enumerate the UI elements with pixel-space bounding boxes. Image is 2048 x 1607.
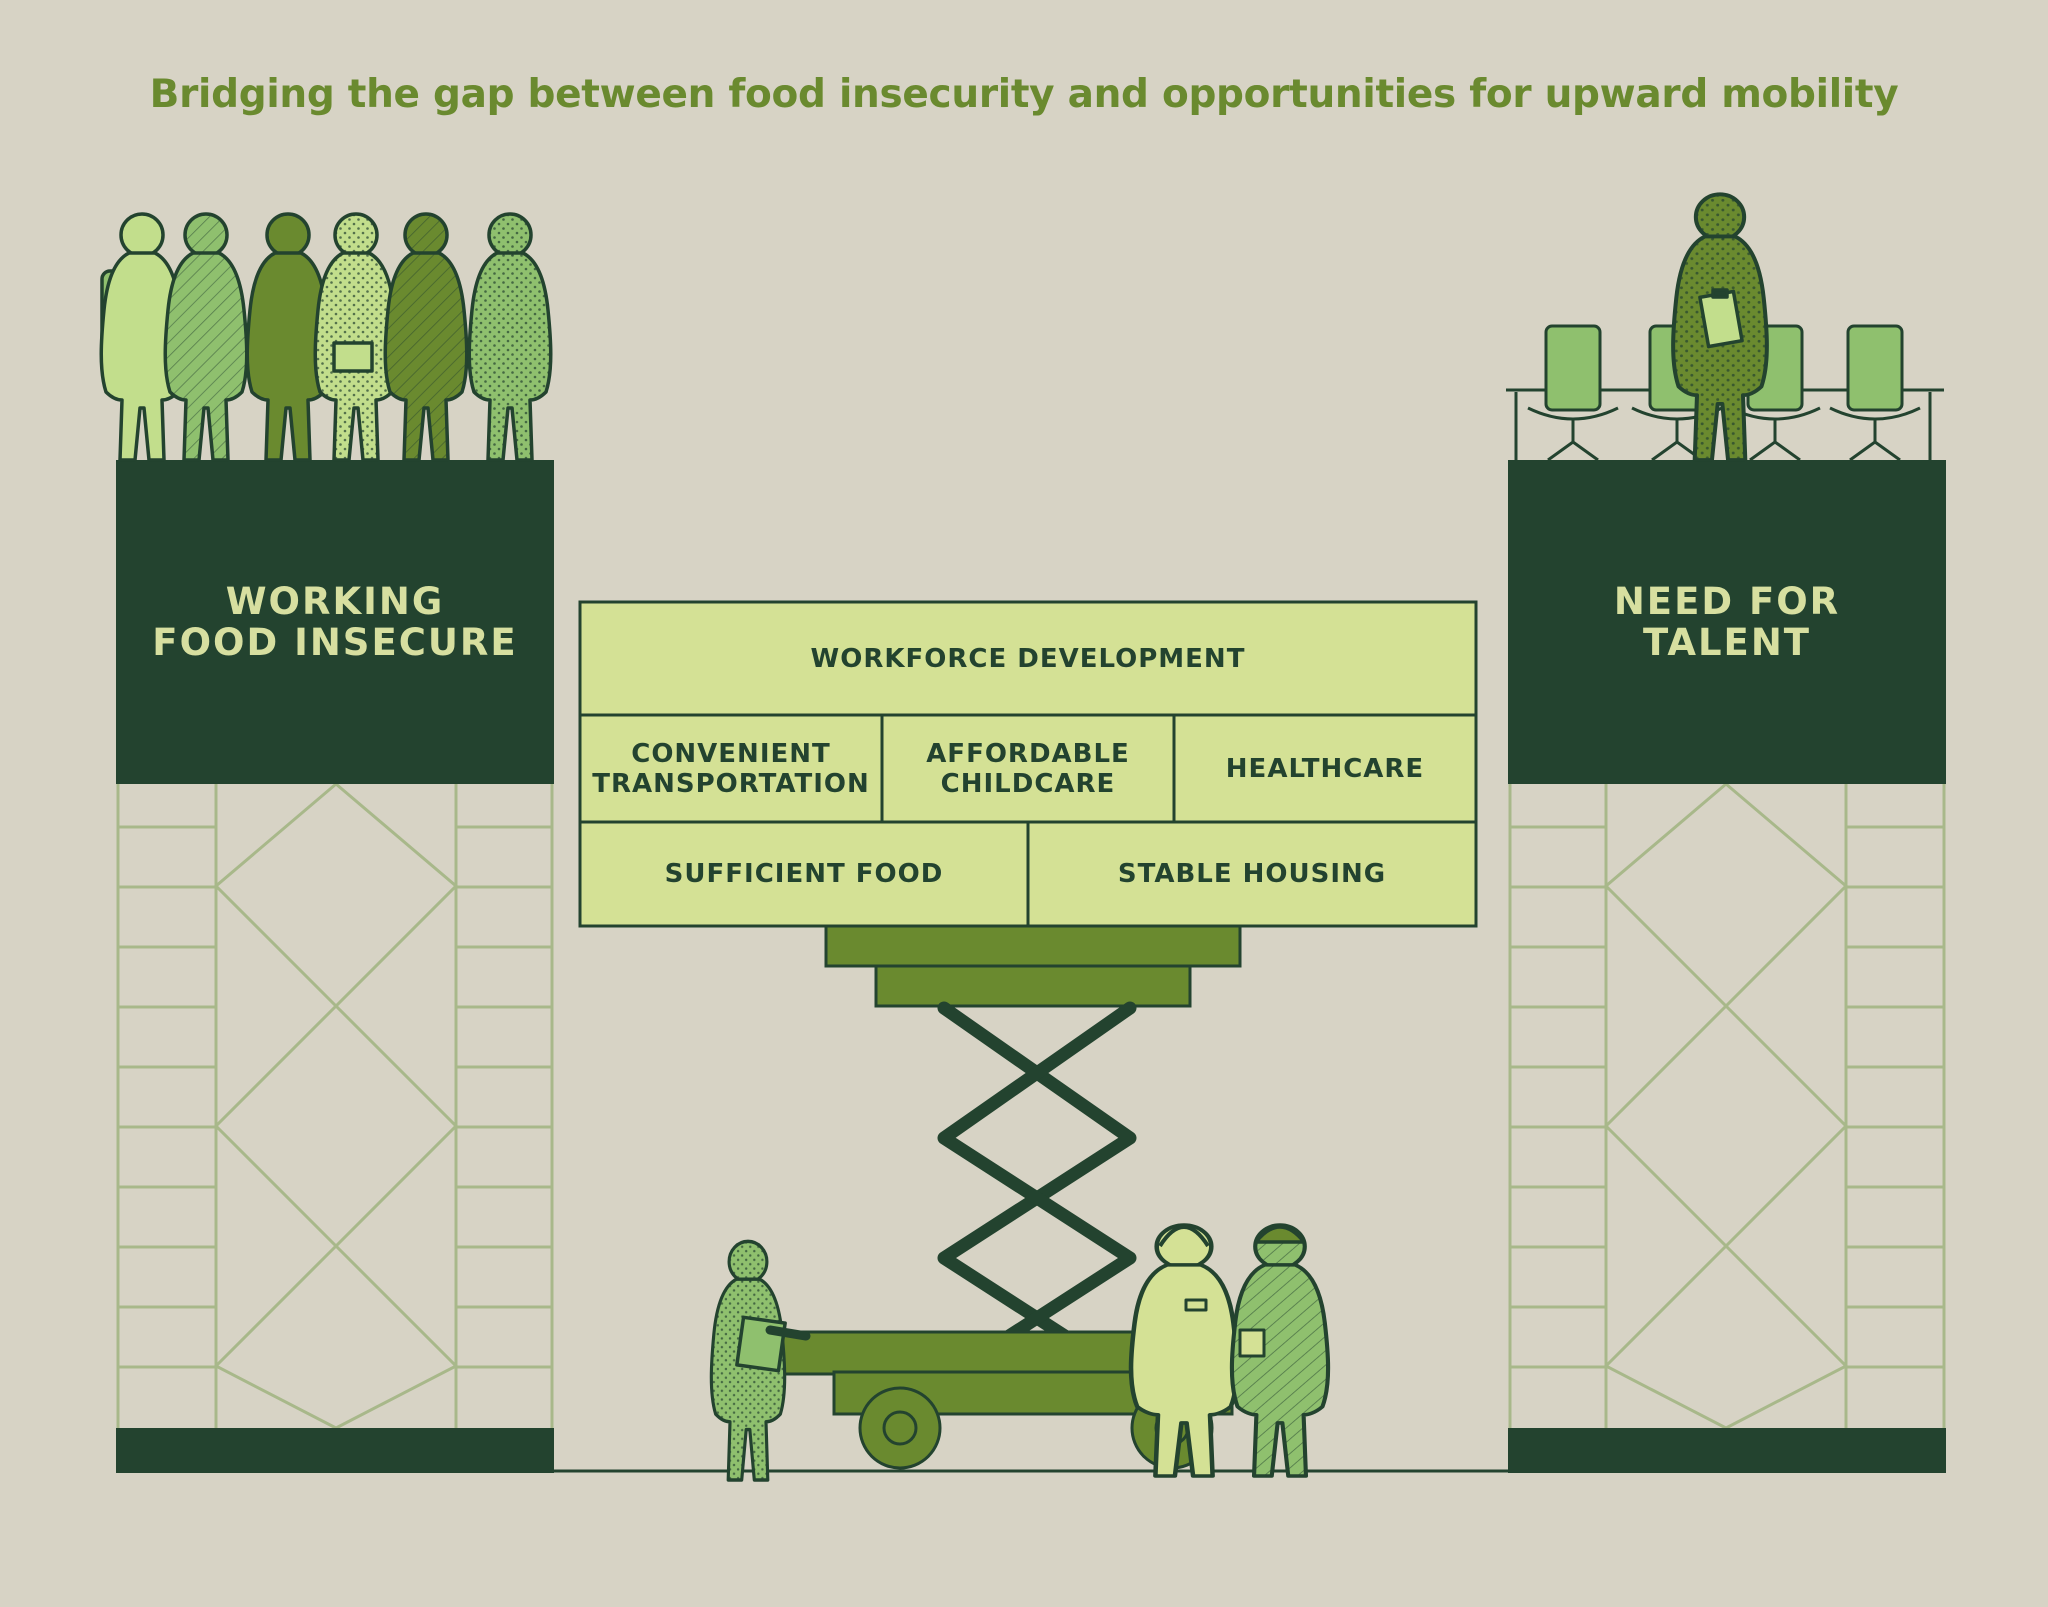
right-tower-base [1508, 1428, 1946, 1473]
chair-4 [1829, 324, 1921, 462]
left-tower-base [116, 1428, 554, 1473]
left-scaffold-rungs [118, 825, 552, 1369]
cell-line: AFFORDABLE [926, 738, 1130, 769]
right-scaffold-braces [1603, 782, 1849, 1009]
person-6 [467, 212, 553, 462]
headset-icon [1158, 1225, 1210, 1248]
cell-line: TRANSPORTATION [592, 768, 870, 799]
worker-with-headset [1131, 1225, 1237, 1476]
lift-lower-plate [874, 964, 1192, 1008]
manager-figure [1673, 194, 1767, 460]
right-tower-label-line1: NEED FOR [1613, 580, 1841, 623]
worker-with-hardhat [1232, 1225, 1328, 1476]
page-title: Bridging the gap between food insecurity… [149, 72, 1899, 117]
cell-affordable-childcare: AFFORDABLE CHILDCARE [882, 715, 1174, 822]
cell-convenient-transportation: CONVENIENT TRANSPORTATION [580, 715, 882, 822]
left-scaffold-braces [213, 782, 459, 1009]
right-tower [1508, 782, 1946, 1430]
cell-line: CHILDCARE [940, 768, 1116, 799]
name-badge [1184, 1298, 1208, 1312]
left-tower-label: WORKING FOOD INSECURE [116, 460, 554, 784]
right-scaffold-rungs [1510, 825, 1944, 1369]
tablet-icon [1238, 1328, 1266, 1358]
left-tower-label-line1: WORKING [225, 580, 445, 623]
chair-1 [1527, 324, 1619, 462]
cell-line: CONVENIENT [631, 738, 831, 769]
lift-workers [709, 1225, 1328, 1482]
left-crowd [99, 212, 553, 462]
lift-wheel-left [858, 1386, 942, 1470]
person-2 [163, 212, 249, 462]
right-tower-label: NEED FOR TALENT [1508, 460, 1946, 784]
folder [332, 341, 374, 373]
left-tower [116, 782, 554, 1430]
left-tower-head [116, 460, 554, 784]
platform-grid [578, 600, 1478, 928]
cell-healthcare: HEALTHCARE [1225, 753, 1425, 784]
right-tower-head [1508, 460, 1946, 784]
cell-sufficient-food: SUFFICIENT FOOD [664, 859, 944, 889]
clipboard-icon [1698, 288, 1744, 349]
cell-workforce-development: WORKFORCE DEVELOPMENT [810, 643, 1246, 674]
person-5 [383, 212, 469, 462]
hardhat-icon [1254, 1225, 1306, 1244]
lift-scissor-arms [937, 1001, 1137, 1385]
lift-upper-plate [824, 924, 1242, 968]
worker-with-clipboard [709, 1239, 811, 1482]
left-tower-label-line2: FOOD INSECURE [152, 621, 518, 664]
clipboard-icon [735, 1315, 787, 1373]
cell-stable-housing: STABLE HOUSING [1117, 859, 1387, 889]
right-tower-label-line2: TALENT [1642, 621, 1812, 664]
